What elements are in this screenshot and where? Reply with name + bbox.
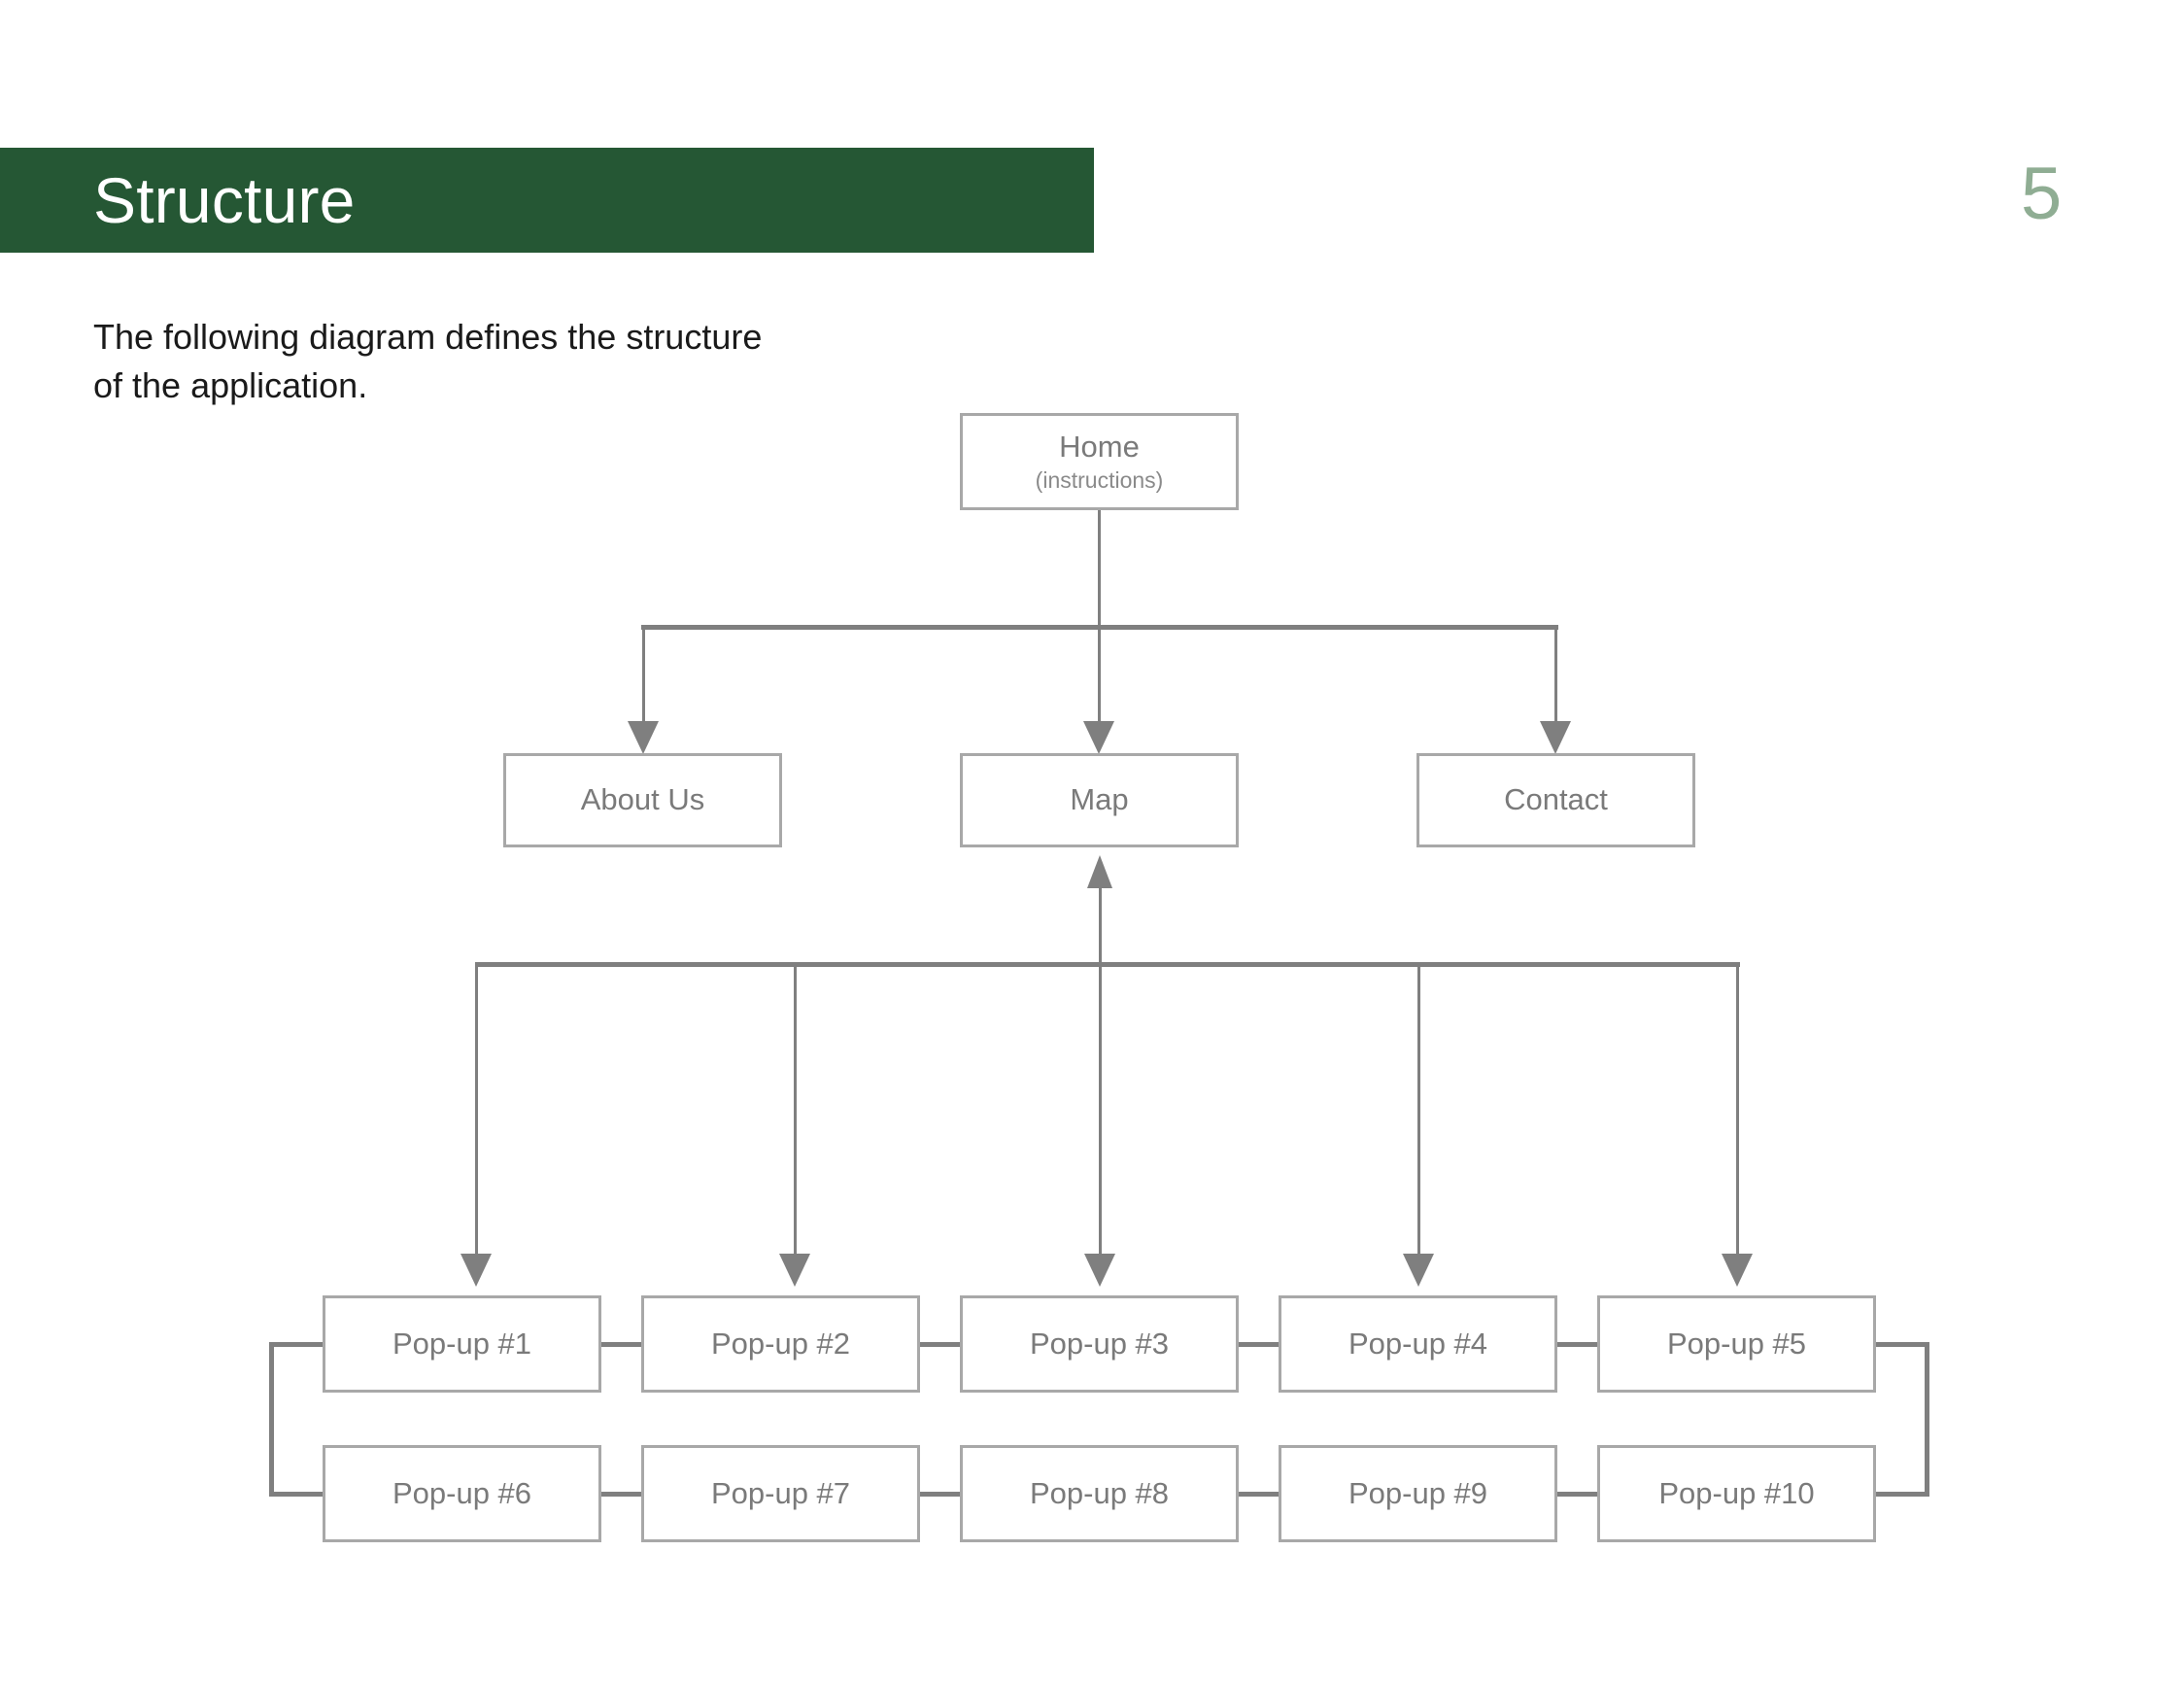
- arrow-down-popup-4: [1403, 1254, 1434, 1287]
- connector-wrap-right-vertical: [1925, 1342, 1929, 1496]
- node-about-us-label: About Us: [580, 782, 705, 817]
- page-number: 5: [2021, 153, 2063, 235]
- node-popup-5[interactable]: Pop-up #5: [1597, 1295, 1876, 1393]
- connector-popup-4-5: [1557, 1342, 1597, 1347]
- connector-drop-contact: [1554, 625, 1557, 727]
- node-popup-2[interactable]: Pop-up #2: [641, 1295, 920, 1393]
- arrow-down-popup-1: [461, 1254, 492, 1287]
- arrow-down-popup-2: [779, 1254, 810, 1287]
- connector-drop-popup-5: [1736, 962, 1739, 1258]
- connector-wrap-left-vertical: [269, 1342, 274, 1496]
- node-home[interactable]: Home (instructions): [960, 413, 1239, 510]
- connector-home-stem: [1098, 510, 1101, 627]
- connector-wrap-left-top: [269, 1342, 323, 1347]
- arrow-down-aboutus: [628, 721, 659, 754]
- page-title: Structure: [93, 164, 356, 236]
- node-popup-3[interactable]: Pop-up #3: [960, 1295, 1239, 1393]
- connector-drop-map: [1098, 625, 1101, 727]
- title-banner: [0, 148, 1094, 253]
- node-popup-5-label: Pop-up #5: [1666, 1326, 1807, 1361]
- node-home-sublabel: (instructions): [1035, 466, 1164, 493]
- intro-line-2: of the application.: [93, 365, 368, 405]
- connector-popup-1-2: [601, 1342, 641, 1347]
- node-popup-9-label: Pop-up #9: [1348, 1475, 1488, 1510]
- node-popup-4[interactable]: Pop-up #4: [1279, 1295, 1557, 1393]
- connector-drop-popup-2: [794, 962, 797, 1258]
- connector-drop-aboutus: [642, 625, 645, 727]
- connector-wrap-right-top: [1876, 1342, 1929, 1347]
- node-popup-9[interactable]: Pop-up #9: [1279, 1445, 1557, 1542]
- arrow-down-map: [1083, 721, 1114, 754]
- node-popup-1[interactable]: Pop-up #1: [323, 1295, 601, 1393]
- arrow-down-contact: [1540, 721, 1571, 754]
- node-popup-6-label: Pop-up #6: [392, 1475, 532, 1510]
- connector-popup-8-9: [1239, 1492, 1279, 1497]
- arrow-up-to-map: [1087, 855, 1112, 888]
- node-popup-1-label: Pop-up #1: [392, 1326, 532, 1361]
- node-popup-8-label: Pop-up #8: [1029, 1475, 1170, 1510]
- node-map[interactable]: Map: [960, 753, 1239, 847]
- node-popup-3-label: Pop-up #3: [1029, 1326, 1170, 1361]
- connector-popup-3-4: [1239, 1342, 1279, 1347]
- node-popup-4-label: Pop-up #4: [1348, 1326, 1488, 1361]
- intro-line-1: The following diagram defines the struct…: [93, 317, 763, 357]
- node-popup-7[interactable]: Pop-up #7: [641, 1445, 920, 1542]
- arrow-down-popup-5: [1722, 1254, 1753, 1287]
- connector-popup-2-3: [920, 1342, 960, 1347]
- connector-popup-6-7: [601, 1492, 641, 1497]
- node-contact-label: Contact: [1504, 782, 1608, 817]
- intro-paragraph: The following diagram defines the struct…: [93, 313, 890, 410]
- node-popup-10[interactable]: Pop-up #10: [1597, 1445, 1876, 1542]
- node-map-label: Map: [1070, 782, 1129, 817]
- node-about-us[interactable]: About Us: [503, 753, 782, 847]
- node-contact[interactable]: Contact: [1416, 753, 1695, 847]
- connector-popup-7-8: [920, 1492, 960, 1497]
- arrow-down-popup-3: [1084, 1254, 1115, 1287]
- connector-popup-bus: [475, 962, 1740, 967]
- node-popup-10-label: Pop-up #10: [1658, 1475, 1815, 1510]
- connector-drop-popup-3: [1099, 962, 1102, 1258]
- connector-map-upstem: [1099, 886, 1102, 964]
- connector-popup-9-10: [1557, 1492, 1597, 1497]
- node-popup-8[interactable]: Pop-up #8: [960, 1445, 1239, 1542]
- node-popup-7-label: Pop-up #7: [710, 1475, 851, 1510]
- node-popup-6[interactable]: Pop-up #6: [323, 1445, 601, 1542]
- connector-wrap-left-bottom: [269, 1492, 323, 1497]
- connector-drop-popup-4: [1417, 962, 1420, 1258]
- node-home-label: Home: [1059, 430, 1140, 465]
- node-popup-2-label: Pop-up #2: [710, 1326, 851, 1361]
- connector-drop-popup-1: [475, 962, 478, 1258]
- connector-wrap-right-bottom: [1876, 1492, 1929, 1497]
